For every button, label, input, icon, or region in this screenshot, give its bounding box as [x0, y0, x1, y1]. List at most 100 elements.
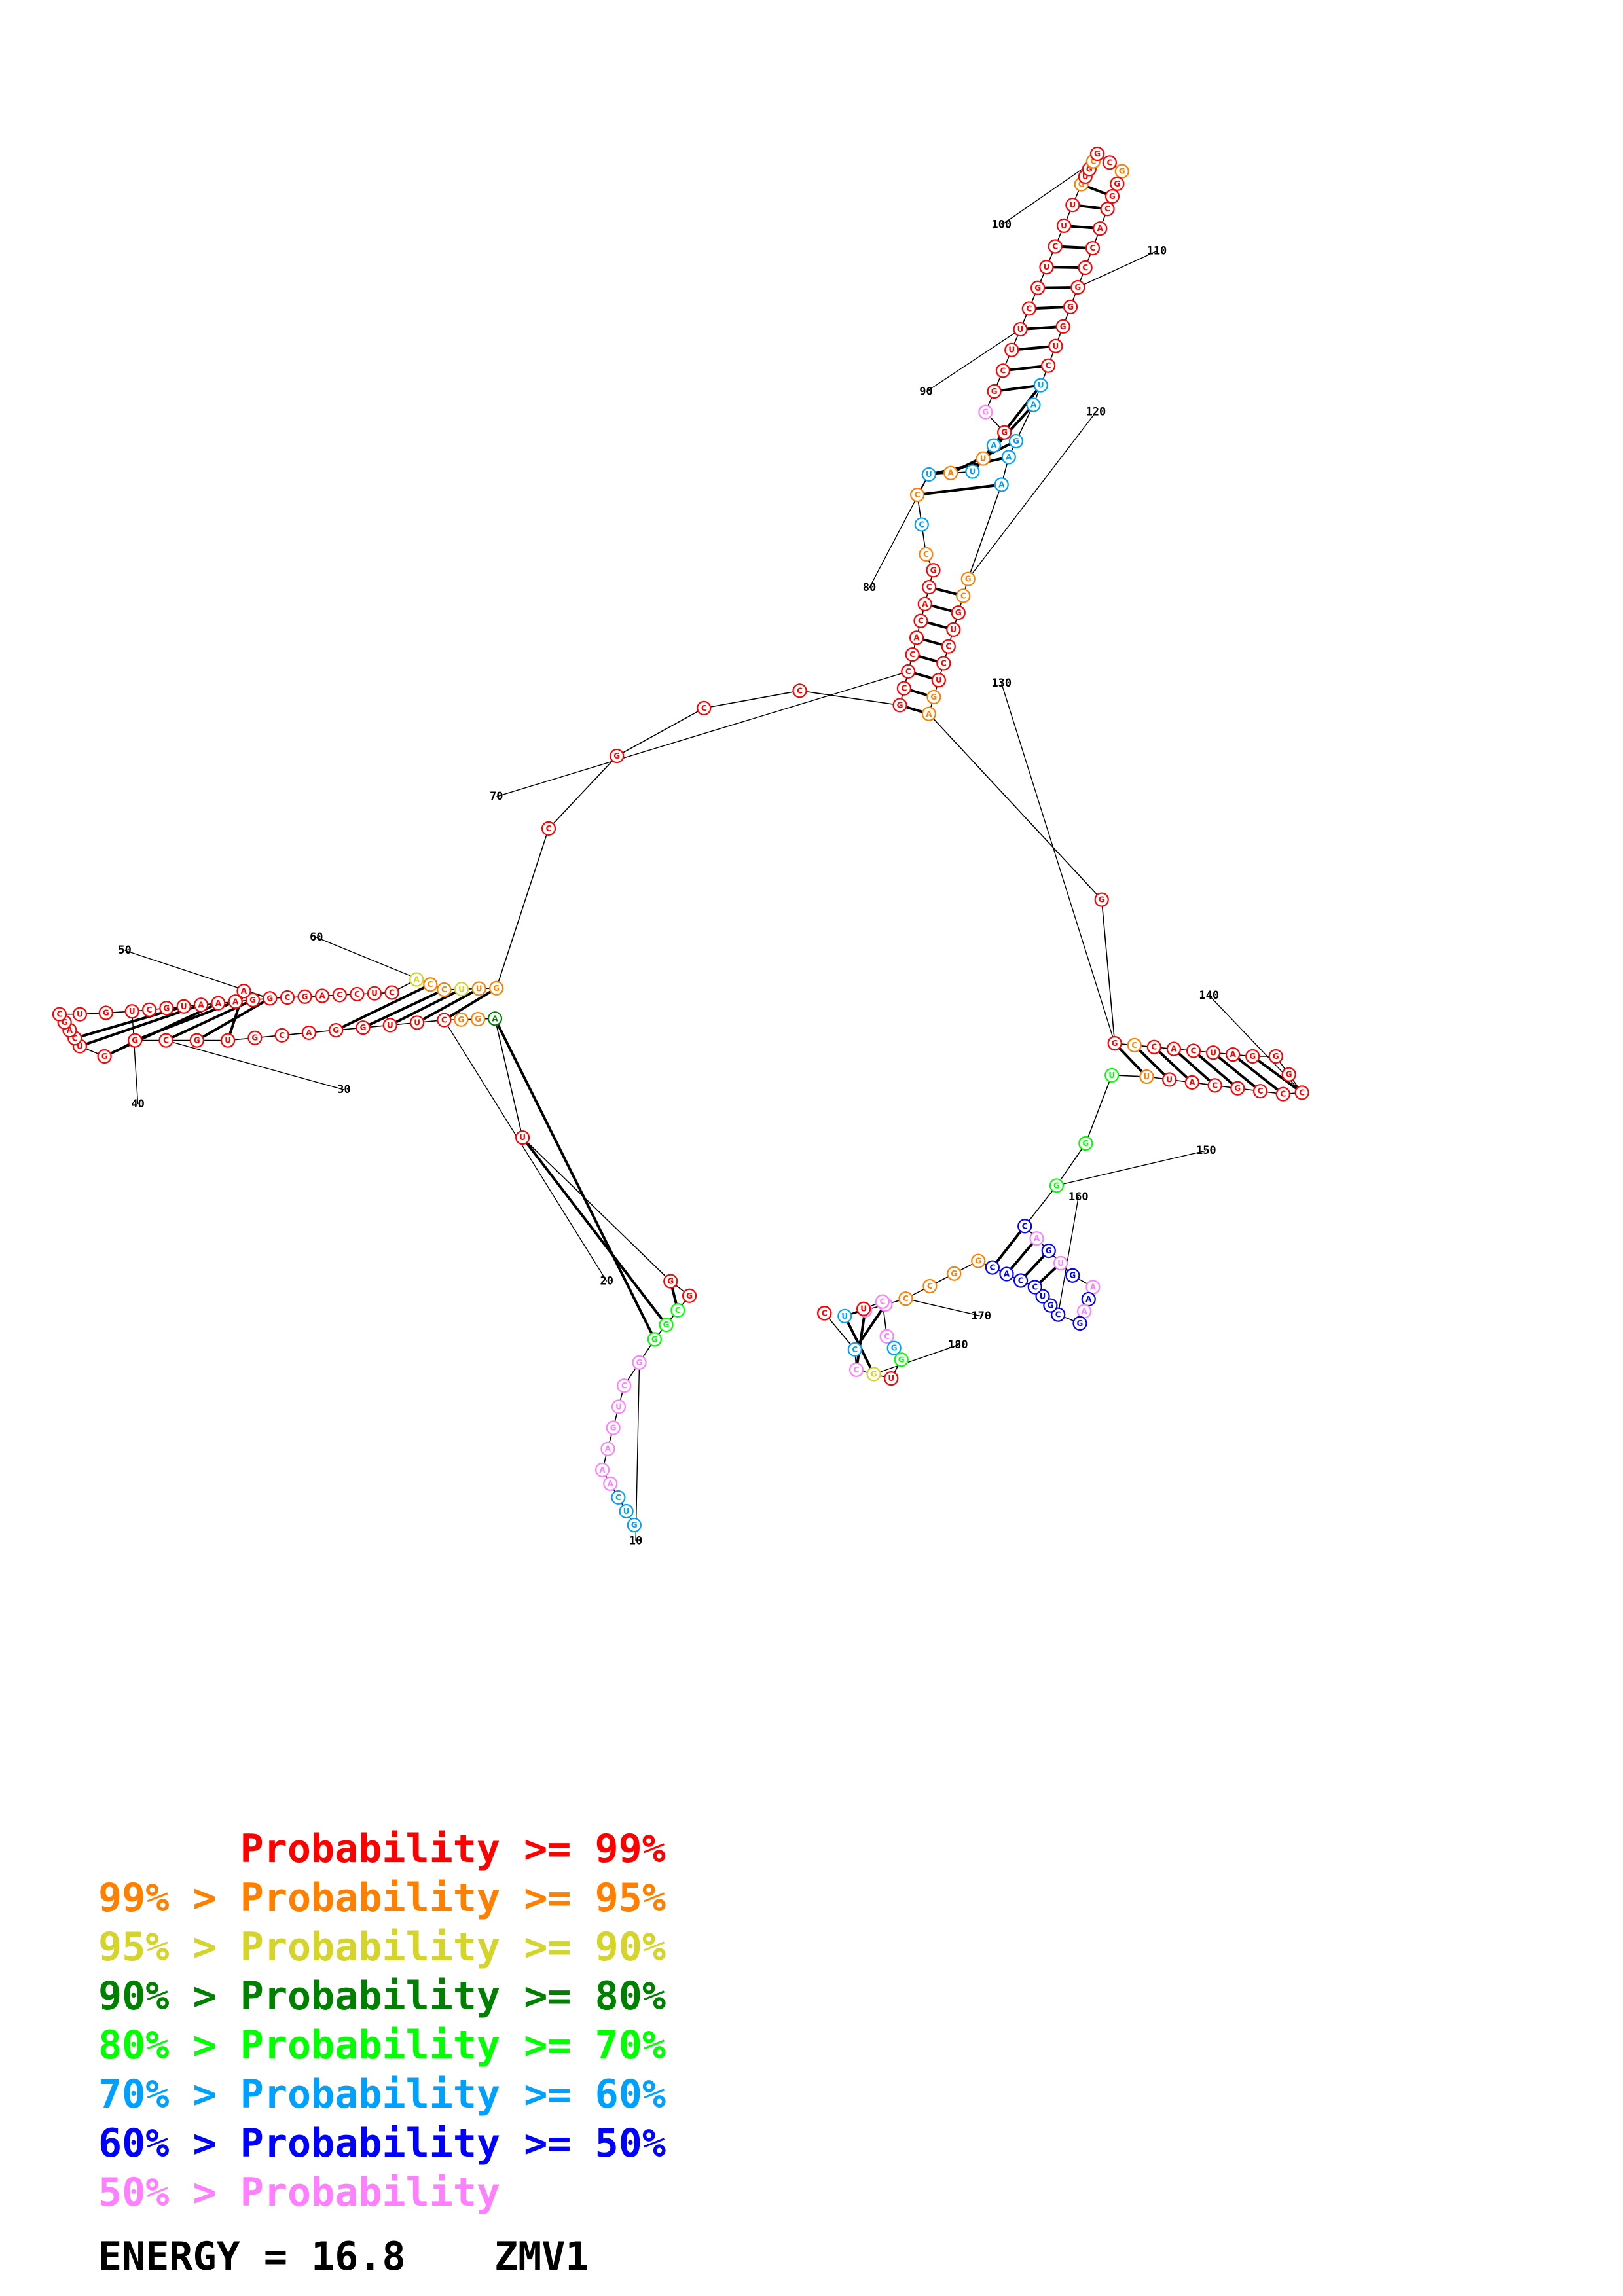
nucleotide-letter: U	[225, 1036, 231, 1045]
nucleotide-circle	[350, 986, 365, 1002]
nucleotide-circle	[1268, 1049, 1283, 1064]
nucleotide-circle	[1102, 155, 1117, 170]
nucleotide: U	[515, 1130, 530, 1145]
nucleotide: G	[454, 1012, 469, 1027]
nucleotide-letter: G	[1249, 1052, 1256, 1061]
nucleotide-circle	[1294, 1085, 1309, 1100]
nucleotide: G	[647, 1332, 662, 1347]
nucleotide-circle	[1041, 1243, 1056, 1259]
nucleotide: U	[1162, 1072, 1177, 1087]
nucleotide-circle	[356, 1020, 371, 1035]
nucleotide: A	[315, 988, 330, 1003]
nucleotide-letter: U	[623, 1507, 630, 1516]
nucleotide-letter: C	[615, 1493, 621, 1502]
nucleotide-circle	[315, 988, 330, 1003]
nucleotide-letter: C	[441, 985, 447, 994]
nucleotide: G	[1114, 164, 1129, 179]
nucleotide: U	[124, 1004, 139, 1019]
nucleotide-letter: C	[1018, 1276, 1024, 1285]
nucleotide-letter: G	[975, 1257, 981, 1266]
nucleotide-letter: A	[67, 1026, 73, 1035]
nucleotide-letter: G	[1074, 283, 1081, 292]
nucleotide-letter: C	[1082, 263, 1088, 272]
nucleotide-letter: G	[1086, 164, 1093, 173]
nucleotide-circle	[632, 1355, 647, 1370]
nucleotide: A	[228, 994, 243, 1009]
nucleotide-circle	[220, 1033, 236, 1048]
position-label: 130	[991, 677, 1012, 690]
nucleotide-circle	[1078, 260, 1093, 276]
nucleotide-letter: A	[492, 1014, 498, 1023]
nucleotide-circle	[367, 986, 382, 1001]
nucleotide: G	[997, 425, 1012, 440]
nucleotide-circle	[489, 980, 504, 996]
position-tick	[1078, 250, 1158, 288]
nucleotide-letter: G	[163, 1003, 170, 1013]
nucleotide: C	[1027, 1280, 1042, 1295]
nucleotide-circle	[976, 451, 991, 466]
nucleotide: C	[697, 700, 712, 715]
nucleotide-letter: U	[1057, 1259, 1064, 1268]
position-tick	[968, 412, 1097, 580]
nucleotide-circle	[610, 748, 625, 764]
nucleotide-letter: A	[608, 1479, 614, 1488]
nucleotide: U	[611, 1399, 627, 1414]
nucleotide-letter: C	[918, 617, 924, 626]
nucleotide: C	[847, 1342, 862, 1357]
nucleotide-letter: U	[1053, 342, 1059, 351]
nucleotide-circle	[1072, 1316, 1087, 1331]
nucleotide-circle	[471, 981, 486, 996]
nucleotide: A	[909, 630, 924, 645]
base-pair-line	[362, 988, 445, 1030]
nucleotide: A	[409, 972, 424, 987]
nucleotide-letter: G	[1078, 180, 1085, 189]
base-pair-line	[443, 987, 498, 1022]
nucleotide-circle	[951, 605, 966, 620]
nucleotide-letter: G	[1047, 1301, 1053, 1310]
nucleotide: U	[856, 1301, 871, 1316]
nucleotide: U	[976, 451, 991, 466]
nucleotide: C	[905, 647, 920, 662]
nucleotide-letter: A	[947, 469, 954, 478]
nucleotide-circle	[926, 689, 941, 705]
nucleotide: G	[128, 1033, 143, 1048]
nucleotide-letter: C	[905, 667, 911, 676]
nucleotide-letter: U	[970, 467, 976, 476]
nucleotide: C	[332, 988, 347, 1003]
nucleotide: G	[951, 605, 966, 620]
nucleotide: G	[1043, 1298, 1058, 1313]
nucleotide-letter: G	[266, 994, 273, 1003]
nucleotide-letter: A	[913, 633, 920, 642]
nucleotide: U	[921, 467, 936, 482]
nucleotide-circle	[1017, 1219, 1032, 1234]
nucleotide: A	[1166, 1041, 1182, 1056]
nucleotide: A	[921, 706, 936, 721]
nucleotide: C	[141, 1002, 157, 1017]
position-tick	[496, 671, 909, 797]
nucleotide-circle	[1039, 260, 1054, 275]
nucleotide-circle	[901, 664, 916, 679]
nucleotide: G	[356, 1020, 371, 1035]
nucleotide-circle	[971, 1253, 986, 1268]
base-pair-line	[389, 988, 462, 1027]
nucleotide-circle	[606, 1420, 621, 1435]
nucleotide-circle	[189, 1033, 204, 1048]
position-tick	[1001, 161, 1094, 226]
nucleotide-letter: U	[926, 470, 932, 479]
nucleotide-circle	[1063, 299, 1078, 314]
nucleotide-letter: G	[62, 1018, 68, 1027]
nucleotide-circle	[817, 1306, 832, 1321]
nucleotide: C	[670, 1302, 685, 1318]
nucleotide-letter: G	[965, 575, 972, 584]
nucleotide-letter: C	[389, 988, 395, 997]
nucleotide-circle	[263, 991, 278, 1006]
nucleotide-circle	[837, 1308, 852, 1323]
nucleotide-letter: A	[1006, 452, 1012, 461]
nucleotide-letter: C	[880, 1297, 886, 1306]
nucleotide: A	[1226, 1047, 1241, 1062]
base-pair-line	[994, 384, 1042, 393]
nucleotide-letter: C	[903, 1294, 909, 1303]
nucleotide-letter: C	[945, 642, 951, 651]
base-pair-line	[855, 1310, 867, 1371]
nucleotide-letter: G	[1060, 322, 1067, 331]
